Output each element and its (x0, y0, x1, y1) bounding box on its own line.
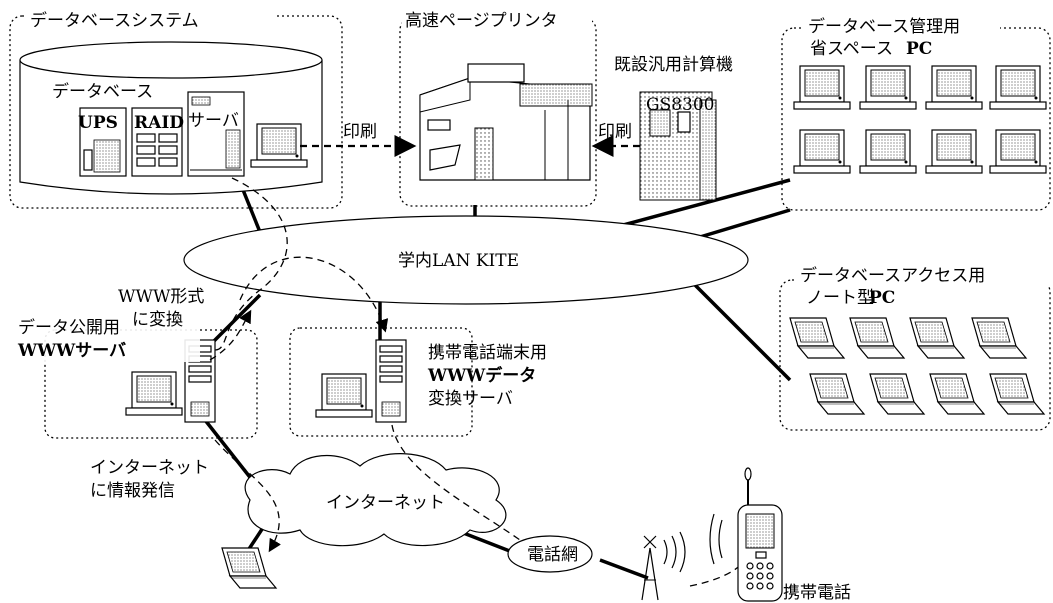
notebook-pc (971, 317, 1027, 359)
admin-pc (859, 129, 917, 174)
group-frame (9, 15, 343, 209)
db-access-group: データベースアクセス用 ノート型 PC (779, 264, 1051, 431)
mobile-server-label-1: 携帯電話端末用 (428, 343, 547, 363)
db-terminal-monitor (250, 123, 308, 168)
admin-pc (925, 129, 983, 174)
page-printer (419, 63, 593, 181)
internet-send-label-2: に情報発信 (90, 481, 175, 501)
antenna-tower-icon (641, 531, 686, 601)
admin-pc-label-2: PC (906, 39, 932, 59)
notebook-label-1: ノート型 (806, 288, 874, 308)
mainframe-gs8300 (639, 91, 717, 201)
flow-mobile-to-phone-net (391, 424, 521, 541)
admin-pc-label-1: 省スペース (810, 39, 893, 59)
db-admin-title: データベース管理用 (808, 16, 960, 37)
raid-label: RAID (134, 113, 184, 133)
mobile-phone-label: 携帯電話 (783, 583, 851, 603)
database-label: データベース (52, 81, 153, 102)
raid-device (131, 107, 183, 177)
www-conv-label-1: WWW形式 (118, 287, 204, 307)
db-access-title: データベースアクセス用 (800, 265, 985, 286)
server-label: サーバ (188, 111, 239, 131)
lan-label: 学内LAN KITE (398, 251, 519, 271)
gs8300-label: GS8300 (646, 95, 715, 115)
admin-pc (989, 129, 1047, 174)
flow-db-to-www (214, 177, 288, 351)
mobile-phone-icon (709, 467, 783, 602)
ups-device (79, 107, 127, 177)
notebook-pc (929, 373, 985, 415)
admin-pc (859, 65, 917, 110)
phone-network (507, 535, 593, 573)
database-system-group: データベースシステム データベース UPS RAID (9, 8, 343, 209)
www-conv-label-2: に変換 (132, 310, 183, 330)
group-title: データベースシステム (30, 10, 199, 31)
flow-to-internet-client (214, 439, 281, 553)
mobile-server-tower (375, 339, 407, 423)
db-admin-group: データベース管理用 省スペース PC (781, 14, 1051, 211)
notebook-pc (789, 317, 845, 359)
admin-pc (793, 65, 851, 110)
print-label-right: 印刷 (598, 122, 632, 142)
printer-group: 高速ページプリンタ (399, 8, 597, 207)
notebook-pc (909, 317, 965, 359)
mobile-server-label-2: WWWデータ (427, 365, 536, 386)
admin-pc (793, 129, 851, 174)
ups-label: UPS (78, 113, 118, 133)
flow-to-www-server (209, 309, 252, 361)
internet-send-label-1: インターネット (90, 458, 209, 478)
internet-client-laptop (221, 547, 277, 589)
printer-title: 高速ページプリンタ (405, 11, 558, 31)
mobile-server-label-3: 変換サーバ (428, 389, 513, 409)
notebook-pc (809, 373, 865, 415)
admin-pc (925, 65, 983, 110)
notebook-pc (869, 373, 925, 415)
mobile-terminal-monitor (315, 373, 373, 418)
pub-server-label-1: データ公開用 (18, 317, 120, 338)
print-label-left: 印刷 (343, 122, 377, 142)
mainframe-label: 既設汎用計算機 (614, 55, 733, 75)
internet-label: インターネット (326, 493, 445, 513)
notebook-pc (989, 373, 1045, 415)
admin-pc (989, 65, 1047, 110)
flow-www-to-mobile (239, 256, 389, 333)
notebook-label-2: PC (869, 288, 895, 308)
lan-kite (183, 215, 749, 305)
phone-net-label: 電話網 (527, 545, 578, 565)
pub-server-label-2: WWWサーバ (17, 341, 126, 361)
www-terminal-monitor (125, 371, 183, 416)
internet-cloud (244, 453, 507, 547)
db-server (187, 91, 245, 177)
notebook-pc (849, 317, 905, 359)
